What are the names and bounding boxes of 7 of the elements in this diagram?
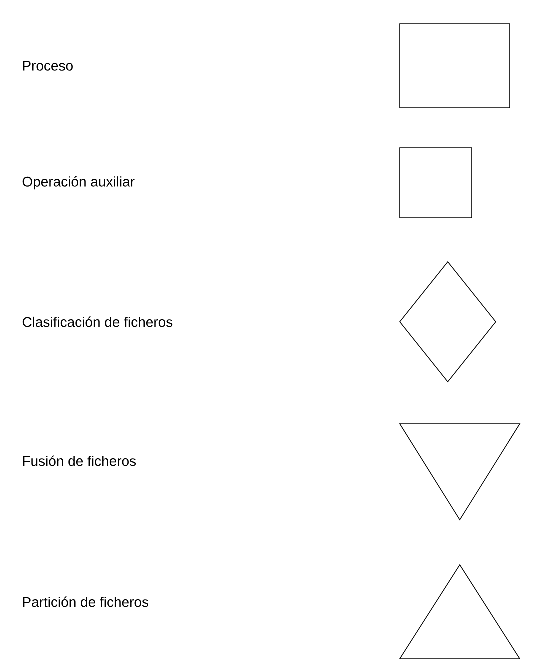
shape-label: Operación auxiliar <box>22 176 135 190</box>
shape-label: Partición de ficheros <box>23 596 148 608</box>
shape-label: Proceso <box>23 61 73 71</box>
shape-label: Clasificación de ficheros <box>22 316 173 328</box>
square-shape <box>400 148 472 218</box>
shape-label: Fusión de ficheros <box>23 456 136 466</box>
rectangle-shape <box>400 24 510 108</box>
